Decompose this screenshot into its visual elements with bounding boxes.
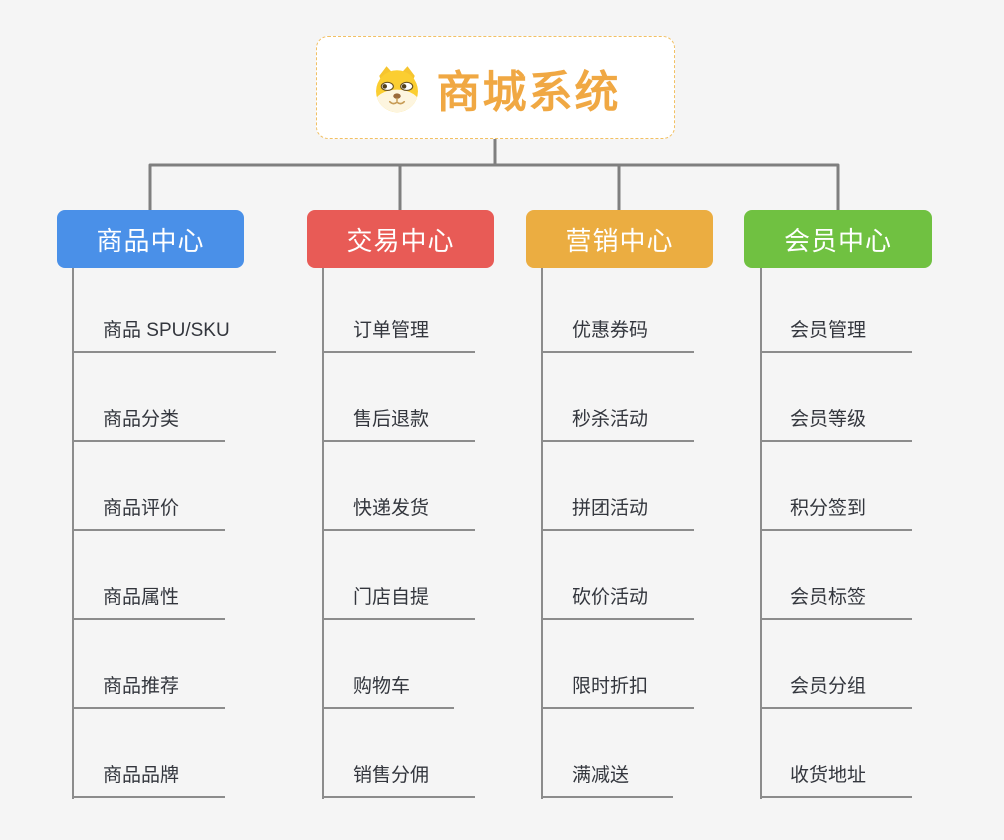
leaf-node[interactable]: 商品属性: [73, 584, 226, 620]
leaf-node[interactable]: 商品品牌: [73, 762, 226, 798]
leaf-node[interactable]: 限时折扣: [542, 673, 695, 709]
branch-node-member-center[interactable]: 会员中心: [744, 210, 932, 268]
branch-label: 营销中心: [565, 225, 674, 256]
leaf-node[interactable]: 收货地址: [760, 762, 913, 798]
leaf-node[interactable]: 会员标签: [760, 584, 913, 620]
leaf-node[interactable]: 砍价活动: [542, 584, 695, 620]
leaf-node[interactable]: 拼团活动: [542, 495, 695, 531]
leaf-node[interactable]: 商品 SPU/SKU: [73, 317, 276, 353]
leaf-node[interactable]: 会员管理: [760, 317, 913, 353]
leaf-node[interactable]: 优惠券码: [542, 317, 695, 353]
leaf-node[interactable]: 订单管理: [323, 317, 476, 353]
branch-label: 会员中心: [783, 225, 892, 256]
leaf-node[interactable]: 商品分类: [73, 406, 226, 442]
leaf-node[interactable]: 售后退款: [323, 406, 476, 442]
branch-node-product-center[interactable]: 商品中心: [57, 210, 244, 268]
branch-node-trade-center[interactable]: 交易中心: [307, 210, 494, 268]
leaf-node[interactable]: 销售分佣: [323, 762, 476, 798]
branch-label: 商品中心: [96, 225, 205, 256]
leaf-node[interactable]: 购物车: [323, 673, 455, 709]
leaf-node[interactable]: 秒杀活动: [542, 406, 695, 442]
leaf-node[interactable]: 积分签到: [760, 495, 913, 531]
leaf-node[interactable]: 会员等级: [760, 406, 913, 442]
branch-label: 交易中心: [346, 225, 455, 256]
leaf-node[interactable]: 商品推荐: [73, 673, 226, 709]
dog-face-icon: [371, 63, 423, 113]
leaf-node[interactable]: 门店自提: [323, 584, 476, 620]
branch-node-marketing-center[interactable]: 营销中心: [526, 210, 713, 268]
root-node[interactable]: 商城系统: [316, 36, 675, 139]
leaf-node[interactable]: 满减送: [542, 762, 674, 798]
leaf-node[interactable]: 会员分组: [760, 673, 913, 709]
leaf-node[interactable]: 商品评价: [73, 495, 226, 531]
root-label: 商城系统: [436, 67, 621, 117]
leaf-node[interactable]: 快递发货: [323, 495, 476, 531]
